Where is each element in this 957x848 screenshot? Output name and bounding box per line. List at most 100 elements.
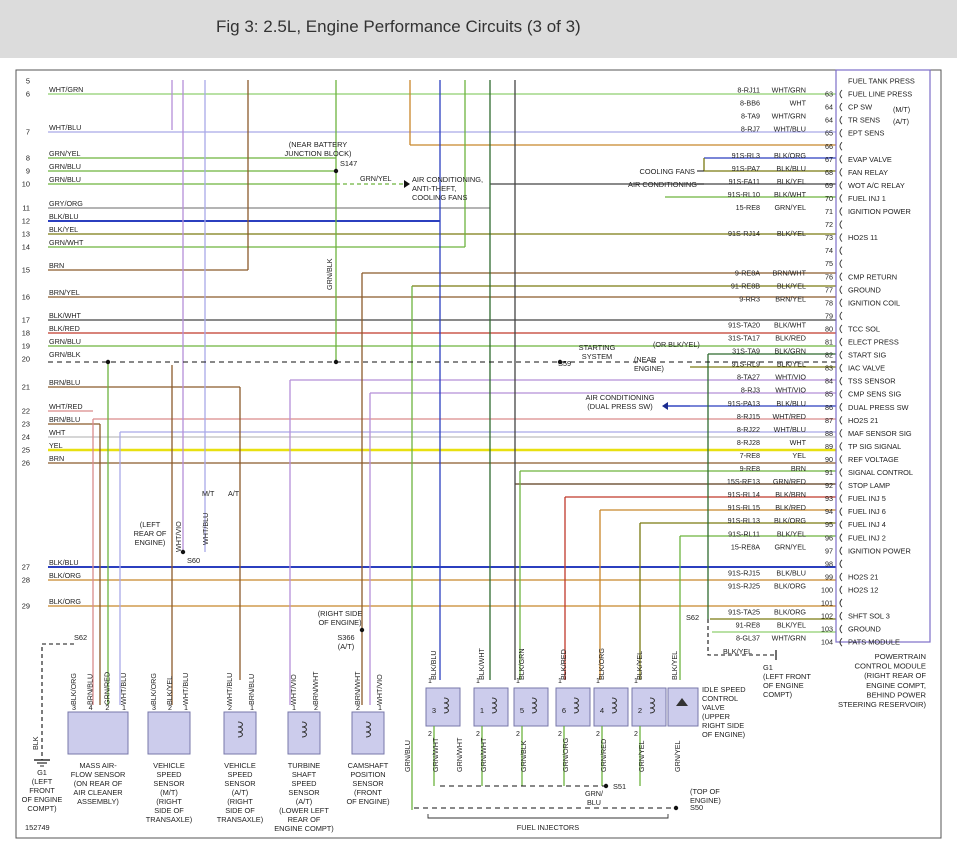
injector-pin: 1 <box>596 678 600 685</box>
label-line: BRN/BLU <box>49 378 80 387</box>
label-line: SIGNAL CONTROL <box>848 468 913 477</box>
pcm-pin-bracket <box>839 624 843 634</box>
label-line: 91S-RL3 <box>732 151 760 160</box>
component-body <box>223 711 257 755</box>
component-pin: 1 <box>378 703 382 712</box>
label-line: 88 <box>825 429 833 438</box>
label-line: 23 <box>22 420 30 429</box>
label-line: FUEL INJ 4 <box>848 520 886 529</box>
pcm-pin-bracket <box>839 246 843 255</box>
component-body <box>67 711 129 755</box>
iac-top-wire: BLK/YEL <box>670 651 679 680</box>
label-line: 91S-RJ25 <box>728 581 760 590</box>
label-line: (UPPER <box>702 712 730 721</box>
pcm-wire-color: GRN/YEL <box>774 542 806 551</box>
label-line: 74 <box>825 246 833 255</box>
pcm-wire-color: YEL <box>792 451 806 460</box>
label-line: GRN/WHT <box>49 238 84 247</box>
pcm-circuit-label: 8-BB6 <box>740 99 760 108</box>
label-line: (LEFT <box>32 777 53 786</box>
pcm-pin-number: 83 <box>825 364 833 373</box>
label-line: S147 <box>340 159 357 168</box>
pcm-pin-bracket <box>839 324 843 334</box>
label-line: 2 <box>428 731 432 738</box>
pcm-circuit-label: 8-TA27 <box>737 373 760 382</box>
component-wire-color: WHT/VIO <box>289 674 298 705</box>
coil-icon <box>573 697 579 714</box>
label-line: YEL <box>49 441 63 450</box>
label-line: 26 <box>22 459 30 468</box>
label-line: ENGINE COMPT) <box>274 824 334 833</box>
injector-bottom-wire: GRN/WHT <box>479 737 488 772</box>
wire-color-label: BRN/BLU <box>49 378 80 387</box>
component-wire-color: BLK/YEL <box>165 676 174 705</box>
label-line: 2 <box>356 703 360 712</box>
pcm-circuit-label: 8-GL37 <box>736 634 760 643</box>
pcm-pin-bracket <box>839 259 843 269</box>
label-line: 2 <box>105 703 109 712</box>
label-line: FUEL INJ 5 <box>848 494 886 503</box>
label-line: 1 <box>516 678 520 685</box>
fuel-injectors: BLK/BLU312GRN/WHTBLK/WHT112GRN/WHTBLK/GR… <box>403 647 746 819</box>
label-line: BLK/BLU <box>776 568 806 577</box>
injector-body <box>513 687 549 727</box>
injector-pin: 1 <box>634 678 638 685</box>
label-line: 89 <box>825 442 833 451</box>
label-line: BLK/ORG <box>774 151 806 160</box>
label-line: SENSOR <box>153 779 184 788</box>
ground-dashed-wire <box>707 619 776 656</box>
pcm-pin-function: HO2S 12 <box>848 585 878 594</box>
pcm-wire-color: BLK/GRN <box>774 347 806 356</box>
injector-pin: 1 <box>516 678 520 685</box>
label-line: STOP LAMP <box>848 481 890 490</box>
label-line: 152749 <box>25 823 50 832</box>
label-line: OF ENGINE <box>22 795 63 804</box>
pcm-circuit-label: 91-RE8 <box>736 621 760 630</box>
wire-number: 25 <box>22 446 30 455</box>
pcm-circuit-label: 8-RJ3 <box>741 386 760 395</box>
wire-number: 13 <box>22 230 30 239</box>
label-line: BLK/YEL <box>777 360 806 369</box>
pcm-pin-bracket <box>839 520 843 530</box>
label-line: 1 <box>596 678 600 685</box>
label-line: 10 <box>22 180 30 189</box>
label-line: BLK/BLU <box>49 558 79 567</box>
wire-color-label: BLK/BLU <box>49 212 79 221</box>
label-line: TRANSAXLE) <box>146 815 192 824</box>
pcm-circuit-label: 15-RE8 <box>736 203 760 212</box>
label-line: GRN/YEL <box>637 740 646 772</box>
label-line: HO2S 12 <box>848 585 878 594</box>
wire-number: 6 <box>26 90 30 99</box>
iac-bottom-wire: GRN/YEL <box>673 740 682 772</box>
pcm-pin-bracket <box>839 168 843 177</box>
label-line: BRN/WHT <box>311 671 320 705</box>
label-line: WHT/RED <box>49 402 83 411</box>
label-line: 92 <box>825 481 833 490</box>
pcm-wire-color: WHT/GRN <box>772 112 806 121</box>
label-line: CONTROL <box>702 694 738 703</box>
pcm-pin-function: HO2S 21 <box>848 572 878 581</box>
label-line: 65 <box>825 129 833 138</box>
injector-pin: 2 <box>516 731 520 738</box>
label-line: CP SW <box>848 103 872 112</box>
pcm-circuit-label: 91S-RL15 <box>728 503 760 512</box>
label-line: 70 <box>825 194 833 203</box>
pcm-pin-number: 96 <box>825 533 833 542</box>
pcm-circuit-label: 91S-RL11 <box>728 529 760 538</box>
label-line: 1 <box>558 678 562 685</box>
label-line: 66 <box>825 142 833 151</box>
pcm-wire-color: BLK/BRN <box>775 490 806 499</box>
splice-dot <box>333 359 339 365</box>
s366-label: S366(A/T) <box>337 633 354 651</box>
label-line: 7-RE8 <box>740 451 760 460</box>
pcm-wire-color: WHT/BLU <box>774 125 806 134</box>
s59-label: S59 <box>558 359 571 368</box>
pcm-pin-number: 63 <box>825 90 833 99</box>
dual-press-note: AIR CONDITIONING(DUAL PRESS SW) <box>586 393 655 411</box>
wire-color-label: WHT <box>49 428 66 437</box>
wire-color-label: GRN/BLU <box>49 175 81 184</box>
injector-number: 2 <box>638 706 642 715</box>
label-line: BLK/YEL <box>777 281 806 290</box>
label-line: 64 <box>825 103 833 112</box>
label-line: 91S-PA13 <box>728 399 760 408</box>
